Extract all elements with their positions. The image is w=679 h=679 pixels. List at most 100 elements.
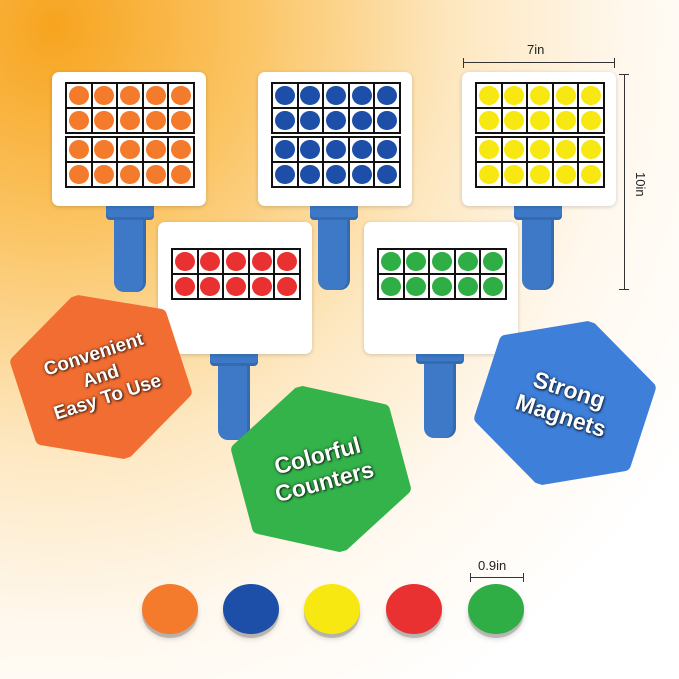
frame-cell (66, 162, 92, 187)
frame-cell (348, 83, 375, 108)
counter-dot (171, 164, 192, 185)
convenient-badge: Convenient And Easy To Use (0, 270, 208, 484)
counter-dot (326, 110, 346, 131)
counter-dot (478, 139, 499, 160)
counter-dot (406, 251, 427, 272)
frame-cell (142, 137, 169, 162)
frame-cell (297, 162, 324, 187)
frame-cell (297, 83, 324, 108)
frame-cell (454, 274, 481, 299)
counter-dot (457, 251, 478, 272)
frame-cell (578, 137, 604, 162)
frame-cell (172, 249, 198, 274)
counter-dot (174, 276, 195, 297)
paddle-handle (114, 212, 146, 292)
frame-cell (168, 83, 194, 108)
frame-cell (429, 249, 455, 274)
frame-cell (168, 108, 194, 133)
counter-dot (277, 276, 298, 297)
frame-cell (480, 249, 506, 274)
frame-cell (323, 108, 349, 133)
counter-dot (457, 276, 478, 297)
counter-dot (377, 164, 398, 185)
counter-dot (504, 139, 525, 160)
counter-dot (555, 85, 576, 106)
counter-dot (504, 164, 525, 185)
counter-dot (581, 139, 602, 160)
ten-frame (65, 82, 195, 134)
counter-dot (274, 110, 295, 131)
paddle-board (52, 72, 206, 206)
height-dimension-line (624, 74, 625, 290)
frame-cell (374, 137, 400, 162)
frame-cell (272, 108, 298, 133)
frame-cell (501, 137, 528, 162)
frame-cell (578, 162, 604, 187)
counter-dot (300, 85, 321, 106)
frame-cell (454, 249, 481, 274)
counter-dot (483, 276, 504, 297)
frame-cell (480, 274, 506, 299)
ten-frame (271, 136, 401, 188)
counter-dot (581, 85, 602, 106)
counter-dot (274, 85, 295, 106)
badge-hexagon (10, 294, 192, 460)
frame-cell (378, 274, 404, 299)
strong-magnets-badge: Strong Magnets (458, 296, 672, 510)
frame-cell (374, 83, 400, 108)
counter-dot (68, 139, 89, 160)
yellow-counter-chip (304, 584, 360, 634)
frame-cell (429, 274, 455, 299)
counter-dot (406, 276, 427, 297)
counter-dot (68, 85, 89, 106)
frame-cell (552, 83, 579, 108)
counter-dot (94, 164, 115, 185)
frame-cell (527, 108, 553, 133)
hexagon-shape (231, 385, 411, 553)
frame-cell (91, 162, 118, 187)
ten-frame (271, 82, 401, 134)
counter-dot (145, 85, 166, 106)
blue-counter-chip (223, 584, 279, 634)
frame-cell (91, 137, 118, 162)
orange-counter-chip (142, 584, 198, 634)
paddle-board (258, 72, 412, 206)
frame-cell (501, 108, 528, 133)
frame-cell (527, 137, 553, 162)
frame-cell (527, 162, 553, 187)
counter-dot (478, 85, 499, 106)
frame-cell (272, 137, 298, 162)
frame-cell (501, 162, 528, 187)
frame-cell (142, 162, 169, 187)
counter-dot (351, 110, 372, 131)
counter-dot (530, 164, 550, 185)
counter-dot (326, 85, 346, 106)
counter-dot (94, 110, 115, 131)
counter-dot (483, 251, 504, 272)
frame-cell (476, 83, 502, 108)
ten-frame (171, 248, 301, 300)
frame-cell (66, 108, 92, 133)
frame-cell (476, 108, 502, 133)
red-counter-chip (386, 584, 442, 634)
frame-cell (223, 274, 249, 299)
frame-cell (578, 83, 604, 108)
counter-dot (351, 139, 372, 160)
frame-cell (142, 83, 169, 108)
frame-cell (117, 137, 143, 162)
counter-dot (555, 139, 576, 160)
chip-dimension-label: 0.9in (478, 558, 507, 573)
counter-dot (145, 110, 166, 131)
frame-cell (527, 83, 553, 108)
counter-dot (251, 251, 272, 272)
frame-cell (274, 249, 300, 274)
counter-dot (581, 164, 602, 185)
counter-dot (300, 164, 321, 185)
counter-dot (326, 164, 346, 185)
counter-dot (68, 110, 89, 131)
ten-frame (475, 136, 605, 188)
counter-dot (380, 276, 401, 297)
counter-dot (94, 85, 115, 106)
counter-dot (555, 164, 576, 185)
frame-cell (552, 137, 579, 162)
